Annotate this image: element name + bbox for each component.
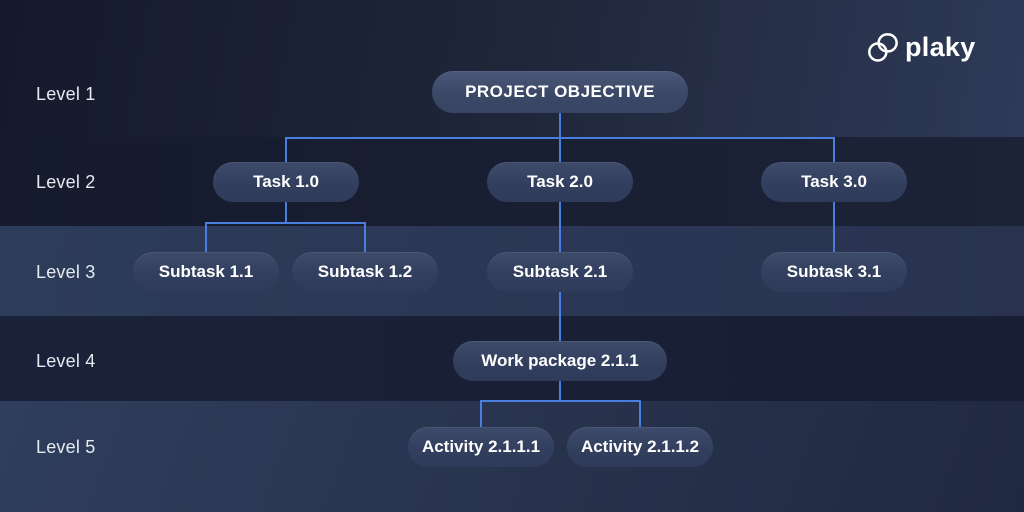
node-task-1-0: Task 1.0 bbox=[213, 162, 359, 202]
connector-task3-drop bbox=[833, 137, 835, 162]
level-5-label: Level 5 bbox=[36, 437, 96, 457]
node-activity-2-1-1-2: Activity 2.1.1.2 bbox=[567, 427, 713, 467]
level-band-1 bbox=[0, 0, 1024, 137]
connector-task3-stem bbox=[833, 201, 835, 252]
level-1-label: Level 1 bbox=[36, 84, 96, 104]
node-subtask-1-2: Subtask 1.2 bbox=[292, 252, 438, 292]
node-subtask-2-1: Subtask 2.1 bbox=[487, 252, 633, 292]
node-subtask-1-1: Subtask 1.1 bbox=[133, 252, 279, 292]
node-subtask-3-1: Subtask 3.1 bbox=[761, 252, 907, 292]
connector-subtask12-drop bbox=[364, 222, 366, 252]
connector-task1-stem bbox=[285, 202, 287, 224]
connector-activity2-drop bbox=[639, 400, 641, 427]
node-project-objective: PROJECT OBJECTIVE bbox=[432, 71, 688, 113]
connector-subtask11-drop bbox=[205, 222, 207, 252]
plaky-logo-icon bbox=[868, 33, 898, 62]
node-work-package-2-1-1: Work package 2.1.1 bbox=[453, 341, 667, 381]
level-4-label: Level 4 bbox=[36, 351, 96, 371]
connector-workpackage-stem bbox=[559, 381, 561, 402]
node-task-3-0: Task 3.0 bbox=[761, 162, 907, 202]
plaky-logo-text: plaky bbox=[905, 32, 976, 62]
connector-workpackage-branch bbox=[480, 400, 641, 402]
connector-level2-branch bbox=[285, 137, 835, 139]
connector-task1-branch bbox=[205, 222, 366, 224]
plaky-logo: plaky bbox=[868, 33, 976, 62]
node-activity-2-1-1-1: Activity 2.1.1.1 bbox=[408, 427, 554, 467]
connector-task2-stem bbox=[559, 202, 561, 252]
node-task-2-0: Task 2.0 bbox=[487, 162, 633, 202]
level-2-label: Level 2 bbox=[36, 172, 96, 192]
connector-activity1-drop bbox=[480, 400, 482, 427]
connector-subtask21-stem bbox=[559, 292, 561, 341]
connector-task1-drop bbox=[285, 137, 287, 162]
level-3-label: Level 3 bbox=[36, 262, 96, 282]
